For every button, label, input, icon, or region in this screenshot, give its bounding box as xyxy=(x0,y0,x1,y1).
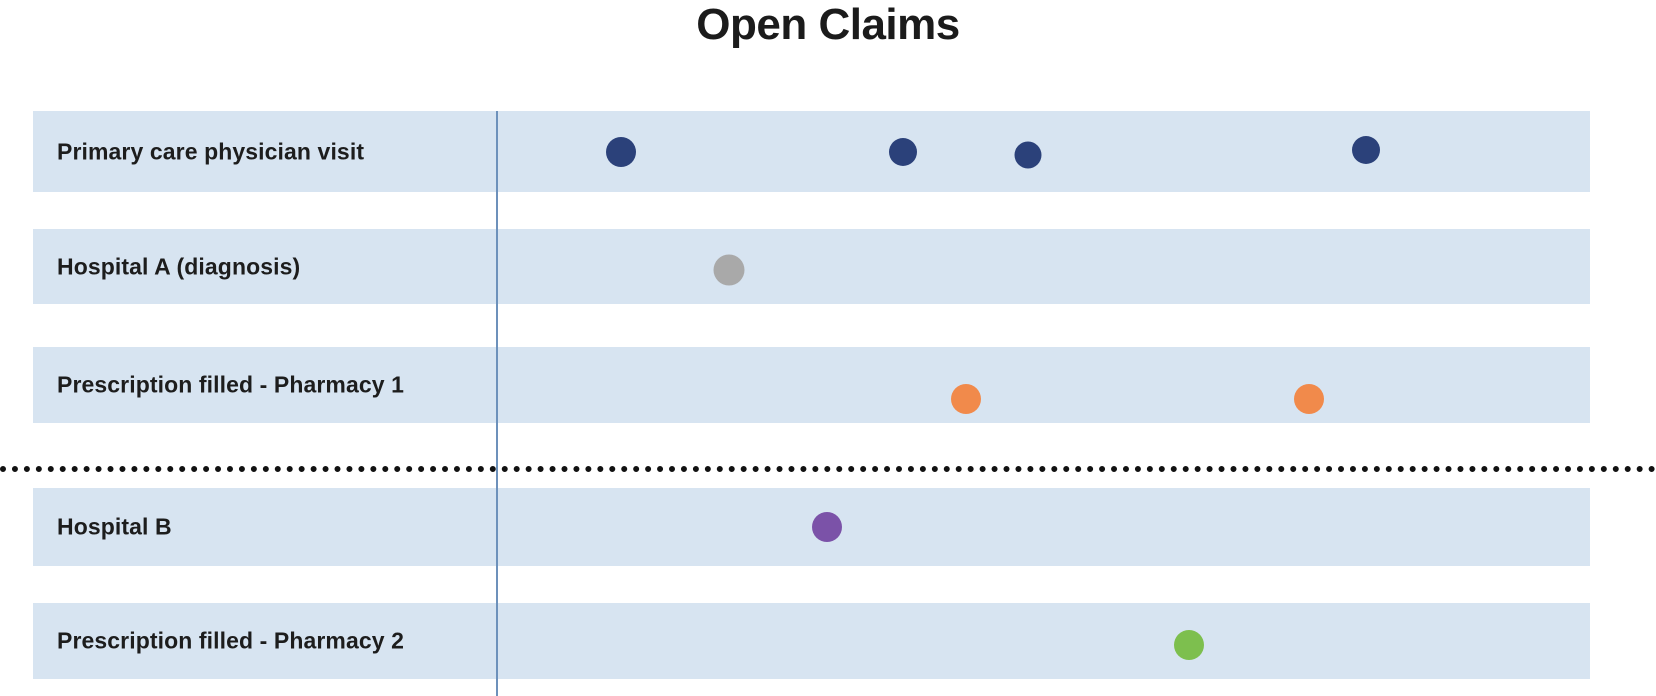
dot-pharmacy-1-a[interactable] xyxy=(951,384,981,414)
row-label-hospital-a-diagnosis: Hospital A (diagnosis) xyxy=(57,253,301,279)
dot-pharmacy-1-b[interactable] xyxy=(1294,384,1324,414)
dot-hospital-a-1[interactable] xyxy=(713,254,745,286)
row-band-hospital-b[interactable]: Hospital B xyxy=(33,488,1590,566)
row-band-prescription-filled-pharmacy-1[interactable]: Prescription filled - Pharmacy 1 xyxy=(33,347,1590,423)
row-label-hospital-b: Hospital B xyxy=(57,513,172,540)
row-label-prescription-filled-pharmacy-2: Prescription filled - Pharmacy 2 xyxy=(57,627,405,654)
row-band-primary-care-physician-visit[interactable]: Primary care physician visit xyxy=(33,111,1590,192)
dot-primary-care-3[interactable] xyxy=(1014,141,1042,169)
page-title: Open Claims xyxy=(696,0,960,49)
dot-hospital-b-1[interactable] xyxy=(812,512,842,542)
dot-primary-care-4[interactable] xyxy=(1352,136,1380,164)
row-label-primary-care-physician-visit: Primary care physician visit xyxy=(57,138,365,164)
dot-primary-care-1[interactable] xyxy=(606,137,636,167)
group-separator-dotted-line xyxy=(0,466,1656,472)
dot-pharmacy-2-a[interactable] xyxy=(1174,630,1204,660)
row-band-prescription-filled-pharmacy-2[interactable]: Prescription filled - Pharmacy 2 xyxy=(33,603,1590,679)
row-band-hospital-a-diagnosis[interactable]: Hospital A (diagnosis) xyxy=(33,229,1590,304)
dot-primary-care-2[interactable] xyxy=(889,138,917,166)
vertical-axis-line xyxy=(496,111,498,696)
row-label-prescription-filled-pharmacy-1: Prescription filled - Pharmacy 1 xyxy=(57,371,405,398)
